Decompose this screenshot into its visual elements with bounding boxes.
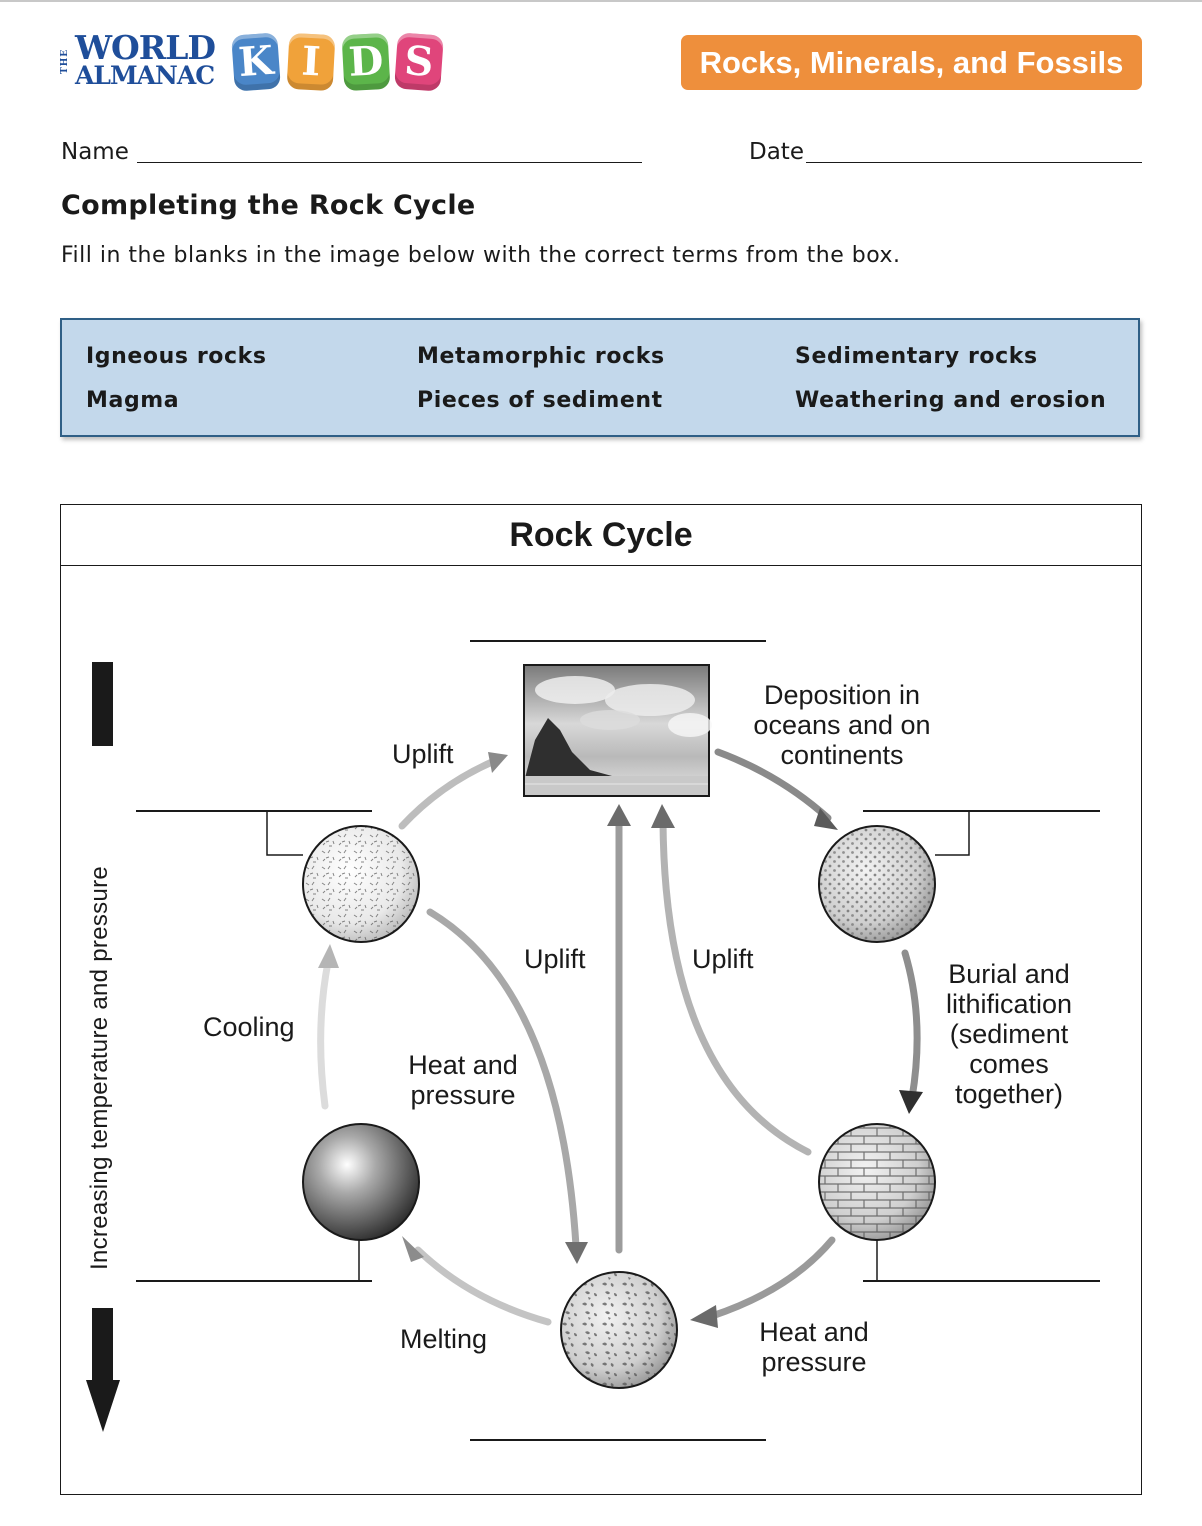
landscape-photo bbox=[523, 664, 712, 797]
label-burial-line-2: lithification bbox=[945, 989, 1073, 1019]
arrow-uplift-left bbox=[398, 758, 496, 830]
arrowhead-burial-icon bbox=[899, 1090, 923, 1114]
term-pieces-of-sediment: Pieces of sediment bbox=[417, 388, 663, 413]
label-burial-line-3: (sediment bbox=[949, 1019, 1069, 1049]
leader-upper-left bbox=[266, 811, 303, 856]
label-burial: Burial and lithification (sediment comes… bbox=[926, 959, 1092, 1109]
name-label: Name bbox=[61, 139, 129, 165]
label-melting: Melting bbox=[400, 1324, 488, 1354]
arrowhead-cooling-icon bbox=[318, 944, 339, 968]
worksheet-title: Completing the Rock Cycle bbox=[61, 190, 476, 221]
axis-label-temperature-pressure: Increasing temperature and pressure bbox=[86, 865, 113, 1270]
diagram-title-bar: Rock Cycle bbox=[61, 505, 1141, 566]
diagram-title: Rock Cycle bbox=[509, 516, 693, 554]
arrowhead-melting-icon bbox=[402, 1236, 424, 1262]
label-deposition-line-3: continents bbox=[780, 740, 904, 770]
arrow-heat-pressure-center bbox=[426, 908, 580, 1250]
label-uplift-center: Uplift bbox=[524, 944, 586, 974]
label-deposition-line-1: Deposition in bbox=[763, 680, 921, 710]
label-heat-pressure-bottom-line-1: Heat and bbox=[759, 1317, 869, 1347]
topic-badge: Rocks, Minerals, and Fossils bbox=[681, 35, 1142, 90]
word-bank: Igneous rocks Metamorphic rocks Sediment… bbox=[60, 318, 1140, 437]
logo-world: WORLD bbox=[75, 28, 216, 67]
world-almanac-kids-logo: THE WORLD ALMANAC K I D S bbox=[60, 28, 444, 96]
term-igneous-rocks: Igneous rocks bbox=[86, 344, 267, 369]
label-heat-pressure-bottom: Heat and pressure bbox=[748, 1317, 880, 1377]
arrow-deposition bbox=[714, 748, 832, 822]
label-deposition: Deposition in oceans and on continents bbox=[742, 680, 942, 770]
name-field[interactable] bbox=[137, 162, 642, 163]
arrow-burial bbox=[901, 949, 921, 1102]
arrowhead-heat-pressure-center-icon bbox=[565, 1242, 588, 1264]
arrow-cooling bbox=[317, 958, 332, 1110]
date-label: Date bbox=[749, 139, 804, 165]
term-weathering-and-erosion: Weathering and erosion bbox=[795, 388, 1107, 413]
label-deposition-line-2: oceans and on bbox=[753, 710, 931, 740]
arrowhead-deposition-icon bbox=[814, 808, 838, 830]
leader-upper-right bbox=[935, 811, 970, 856]
label-heat-pressure-center-line-2: pressure bbox=[410, 1080, 516, 1110]
arrow-melting bbox=[414, 1246, 552, 1326]
label-heat-pressure-bottom-line-2: pressure bbox=[761, 1347, 867, 1377]
label-burial-line-1: Burial and bbox=[948, 959, 1070, 989]
logo-almanac: ALMANAC bbox=[75, 61, 215, 90]
magma-sphere bbox=[302, 1123, 420, 1241]
sediment-sphere bbox=[818, 825, 936, 943]
label-uplift-right: Uplift bbox=[692, 944, 754, 974]
label-heat-pressure-center-line-1: Heat and bbox=[408, 1050, 518, 1080]
arrowhead-uplift-right-icon bbox=[651, 804, 675, 828]
label-cooling: Cooling bbox=[203, 1012, 295, 1042]
arrowhead-uplift-left-icon bbox=[488, 752, 508, 773]
arrowhead-uplift-center-icon bbox=[607, 804, 631, 826]
sedimentary-rock-sphere bbox=[818, 1123, 936, 1241]
label-burial-line-5: together) bbox=[954, 1079, 1064, 1109]
term-metamorphic-rocks: Metamorphic rocks bbox=[417, 344, 665, 369]
date-field[interactable] bbox=[806, 162, 1142, 163]
axis-bar-top bbox=[92, 662, 113, 746]
metamorphic-rock-sphere bbox=[560, 1271, 678, 1389]
label-burial-line-4: comes bbox=[969, 1049, 1049, 1079]
igneous-rock-sphere bbox=[302, 825, 420, 943]
instructions: Fill in the blanks in the image below wi… bbox=[61, 243, 901, 268]
label-heat-pressure-center: Heat and pressure bbox=[398, 1050, 528, 1110]
term-sedimentary-rocks: Sedimentary rocks bbox=[795, 344, 1038, 369]
axis-bar-bottom bbox=[92, 1308, 113, 1386]
axis-arrow-down-icon bbox=[86, 1380, 120, 1432]
arrowhead-heat-pressure-bottom-icon bbox=[690, 1305, 718, 1328]
arrow-heat-pressure-bottom bbox=[708, 1236, 836, 1320]
arrow-uplift-right bbox=[659, 818, 812, 1156]
top-rule bbox=[0, 0, 1202, 2]
rock-cycle-diagram: Rock Cycle bbox=[60, 504, 1142, 1495]
term-magma: Magma bbox=[86, 388, 180, 413]
label-uplift-left: Uplift bbox=[392, 739, 454, 769]
